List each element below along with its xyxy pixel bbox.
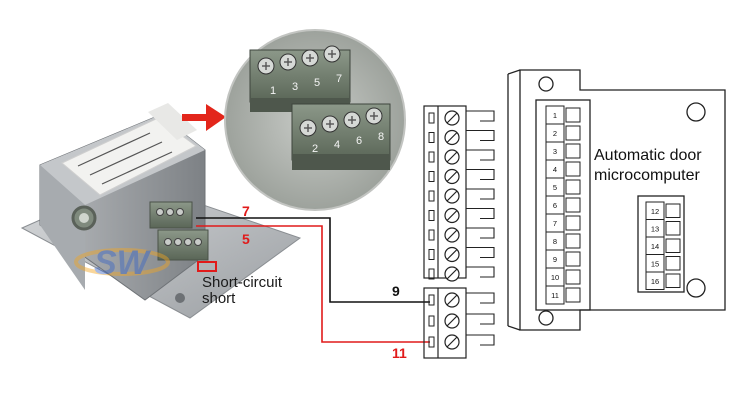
controller-pin-number: 3 [553,147,557,156]
controller-pin: 4 [545,159,581,179]
short-circuit-line2: short [202,290,236,307]
zoom-terminal-8: 8 [378,131,384,143]
controller-pin: 11 [545,285,581,305]
controller-pin-number: 4 [553,165,557,174]
strip-terminal [428,266,495,282]
controller-board [507,69,726,331]
controller-pin-number: 8 [553,237,557,246]
controller-title-line1: Automatic door [594,147,702,164]
controller-pin: 8 [545,231,581,251]
controller-pin: 12 [645,201,681,220]
controller-pin: 7 [545,213,581,233]
controller-pin: 14 [645,236,681,255]
controller-title: Automatic door microcomputer [594,146,702,186]
strip-terminal [428,149,495,165]
controller-pin: 3 [545,141,581,161]
controller-pin-number: 1 [553,111,557,120]
controller-pin: 15 [645,254,681,273]
watermark-logo: SW [74,244,170,282]
controller-pin-number: 7 [553,219,557,228]
strip-terminal [428,313,495,329]
controller-pin: 2 [545,123,581,143]
wire-label-top-red: 7 [242,203,250,219]
strip-terminal [428,129,495,146]
controller-pin-number: 14 [651,242,659,251]
strip-terminal [428,227,495,243]
controller-pin: 13 [645,219,681,238]
connector-strip [423,105,467,359]
strip-terminal [428,246,495,263]
short-circuit-marker [197,261,217,272]
controller-pin-number: 15 [651,259,659,268]
strip-terminal [428,110,495,126]
controller-pin: 5 [545,177,581,197]
controller-pin: 6 [545,195,581,215]
controller-right-pins: 12 13 14 15 16 [645,201,681,290]
controller-pin: 16 [645,271,681,290]
terminal-zoom-inset: 1 3 5 7 2 4 6 8 [224,29,406,211]
strip-terminal [428,188,495,204]
strip-terminal [428,292,495,308]
strip-terminal [428,207,495,224]
controller-pin-number: 2 [553,129,557,138]
controller-pin-number: 11 [551,291,559,300]
zoom-terminal-1: 1 [270,85,276,97]
controller-pin-number: 5 [553,183,557,192]
wire-label-11: 11 [392,345,407,361]
controller-title-line2: microcomputer [594,167,700,184]
controller-pin-number: 16 [651,277,659,286]
short-circuit-label: Short-circuit short [202,275,282,307]
zoom-terminal-3: 3 [292,81,298,93]
controller-pin-number: 12 [651,207,659,216]
zoom-terminal-5: 5 [314,77,320,89]
short-circuit-line1: Short-circuit [202,274,283,291]
controller-pin-number: 10 [551,273,559,282]
strip-terminal-group [428,110,495,350]
sensor-device [20,103,302,319]
controller-pin-number: 6 [553,201,557,210]
zoom-terminal-4: 4 [334,139,340,151]
zoom-terminal-6: 6 [356,135,362,147]
controller-pin: 1 [545,105,581,125]
controller-pin: 9 [545,249,581,269]
controller-left-pins: 1 2 3 4 5 6 7 8 9 10 11 [545,105,581,305]
red-wire [196,225,430,343]
zoom-terminal-7: 7 [336,73,342,85]
wires [196,217,430,343]
strip-terminal [428,168,495,185]
controller-pin-number: 9 [553,255,557,264]
pointer-arrow [182,104,226,131]
zoom-terminal-2: 2 [312,143,318,155]
wire-label-top-black: 5 [242,231,250,247]
strip-terminal [428,334,495,350]
wire-label-9: 9 [392,283,400,299]
controller-pin-number: 13 [651,224,659,233]
svg-text:SW: SW [94,244,152,282]
black-wire [196,217,430,303]
controller-pin: 10 [545,267,581,287]
